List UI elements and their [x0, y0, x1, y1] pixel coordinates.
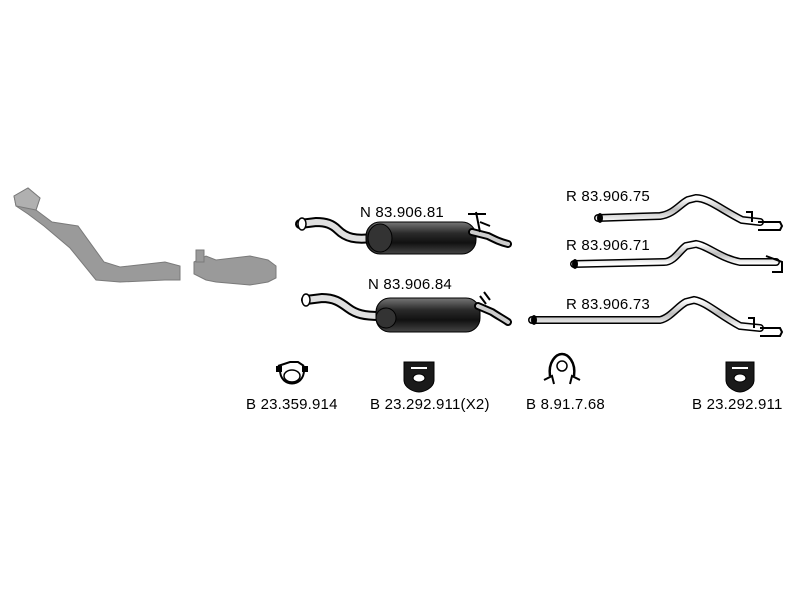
middle-muffler-81: [295, 211, 512, 255]
clamp-icon: [276, 361, 308, 385]
rear-pipe-75: [594, 193, 784, 231]
rubber-hanger-icon: [403, 361, 435, 393]
part-label-b4: B 23.292.911: [692, 396, 783, 413]
part-label-b2: B 23.292.911(X2): [370, 396, 490, 413]
rear-pipe-73: [528, 295, 784, 337]
front-pipe-catalyst: [13, 187, 181, 283]
part-label-n2: N 83.906.84: [368, 276, 452, 293]
part-label-b1: B 23.359.914: [246, 396, 338, 413]
part-label-r3: R 83.906.73: [566, 296, 650, 313]
middle-muffler-84: [301, 291, 512, 333]
part-label-n1: N 83.906.81: [360, 204, 444, 221]
part-label-r2: R 83.906.71: [566, 237, 650, 254]
part-label-b3: B 8.91.7.68: [526, 396, 605, 413]
catalytic-converter: [193, 249, 277, 286]
rubber-hanger-icon-2: [725, 361, 755, 393]
rear-pipe-71: [570, 239, 783, 273]
hanger-bracket-icon: [543, 352, 581, 385]
part-label-r1: R 83.906.75: [566, 188, 650, 205]
